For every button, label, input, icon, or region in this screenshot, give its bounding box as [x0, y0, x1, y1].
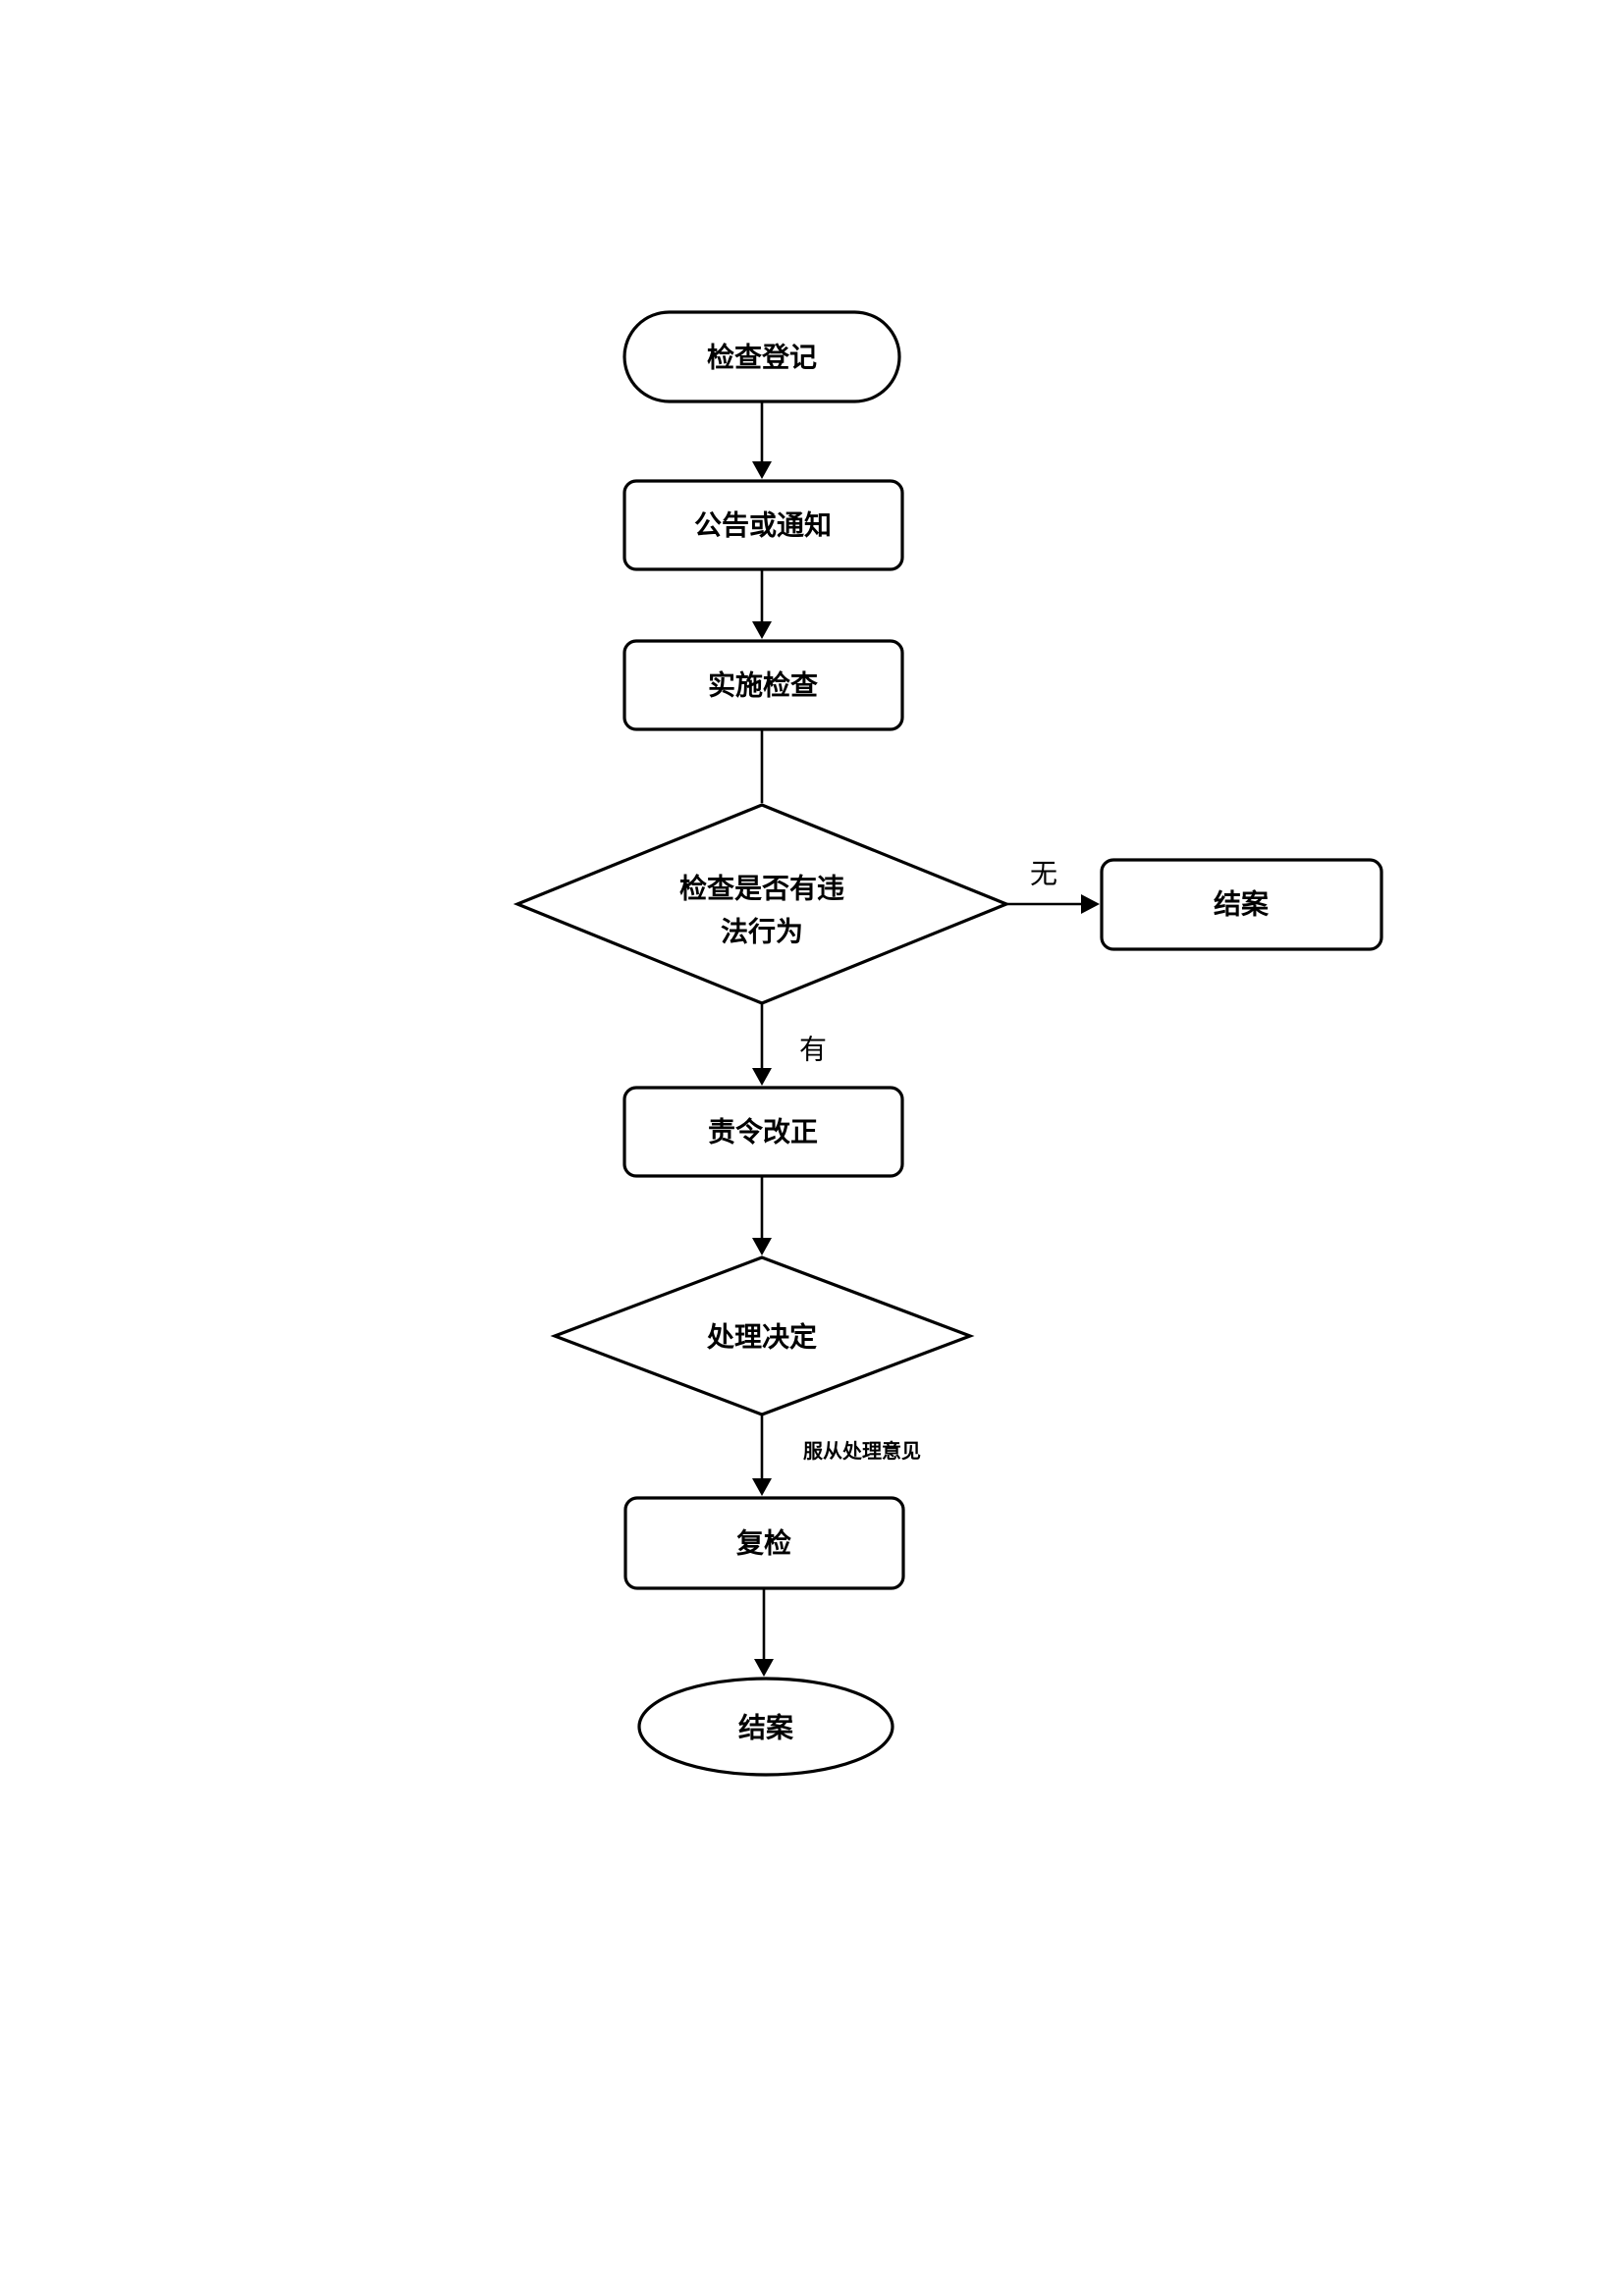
- node-reinspect-label: 复检: [736, 1527, 791, 1560]
- node-violation-check-label-line2: 法行为: [721, 916, 803, 948]
- node-order-correction-process: 责令改正: [623, 1086, 904, 1178]
- node-decision-decision: 处理决定: [550, 1255, 975, 1416]
- node-order-correction-label: 责令改正: [708, 1116, 818, 1148]
- edge-label-has-violation: 有: [799, 1034, 827, 1066]
- edge-notice-to-inspect: [752, 569, 772, 639]
- node-end-ellipse: 结案: [637, 1677, 894, 1777]
- edge-start-to-notice: [752, 401, 772, 479]
- edge-violation-to-order: [752, 1003, 772, 1086]
- edge-order-to-decision: [752, 1176, 772, 1255]
- node-violation-check-label-line1: 检查是否有违: [679, 873, 844, 905]
- node-start-label: 检查登记: [707, 342, 817, 374]
- edge-reinspect-to-end: [754, 1588, 774, 1677]
- node-inspect-process: 实施检查: [623, 639, 904, 731]
- node-close-no-violation-process: 结案: [1100, 858, 1383, 951]
- node-reinspect-process: 复检: [623, 1496, 905, 1590]
- node-inspect-label: 实施检查: [708, 669, 818, 702]
- node-violation-check-decision: 检查是否有违 法行为: [513, 803, 1011, 1005]
- node-notice-label: 公告或通知: [694, 509, 832, 542]
- edge-label-no-violation: 无: [1030, 858, 1057, 890]
- node-decision-label: 处理决定: [706, 1321, 817, 1354]
- edge-decision-to-reinspect: [752, 1415, 772, 1496]
- edge-violation-to-close: [1006, 894, 1100, 914]
- edge-label-comply: 服从处理意见: [803, 1439, 921, 1463]
- node-notice-process: 公告或通知: [623, 479, 904, 571]
- node-close-no-violation-label: 结案: [1214, 888, 1270, 921]
- node-end-label: 结案: [738, 1712, 794, 1744]
- node-start-terminator: 检查登记: [623, 310, 901, 403]
